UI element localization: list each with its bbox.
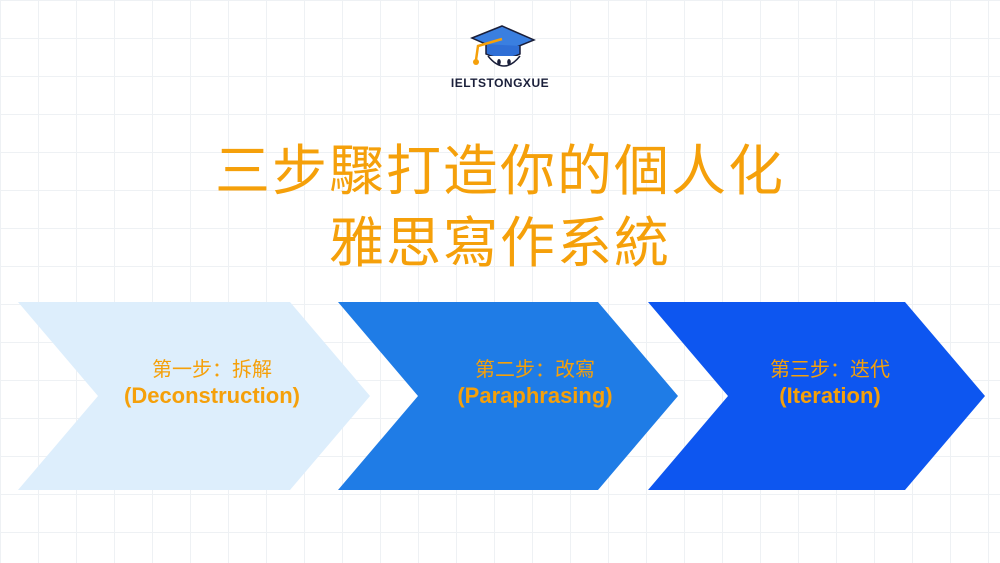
step-1-label: 第一步：拆解 (Deconstruction) bbox=[102, 356, 322, 410]
step-2-arrow bbox=[338, 302, 678, 490]
step-3-label: 第三步：迭代 (Iteration) bbox=[720, 356, 940, 410]
page-title: 三步驟打造你的個人化 雅思寫作系統 bbox=[0, 135, 1000, 279]
step-3-title: 第三步：迭代 bbox=[770, 357, 890, 381]
step-1-arrow bbox=[18, 302, 370, 490]
graduation-cap-mascot-icon bbox=[470, 25, 536, 67]
step-process-flow: 第一步：拆解 (Deconstruction) 第二步：改寫 (Paraphra… bbox=[0, 302, 1000, 490]
step-2-label: 第二步：改寫 (Paraphrasing) bbox=[425, 356, 645, 410]
brand-name: IELTSTONGXUE bbox=[450, 76, 550, 90]
title-line-2: 雅思寫作系統 bbox=[328, 211, 671, 275]
brand-logo: IELTSTONGXUE bbox=[440, 20, 560, 100]
step-1-title: 第一步：拆解 bbox=[152, 357, 272, 381]
step-2-title: 第二步：改寫 bbox=[475, 357, 595, 381]
step-3-subtitle: (Iteration) bbox=[779, 383, 881, 408]
step-2-subtitle: (Paraphrasing) bbox=[457, 383, 613, 408]
title-line-1: 三步驟打造你的個人化 bbox=[214, 139, 785, 203]
step-1-subtitle: (Deconstruction) bbox=[124, 383, 300, 408]
step-3-arrow bbox=[648, 302, 985, 490]
step-arrows bbox=[18, 302, 985, 490]
